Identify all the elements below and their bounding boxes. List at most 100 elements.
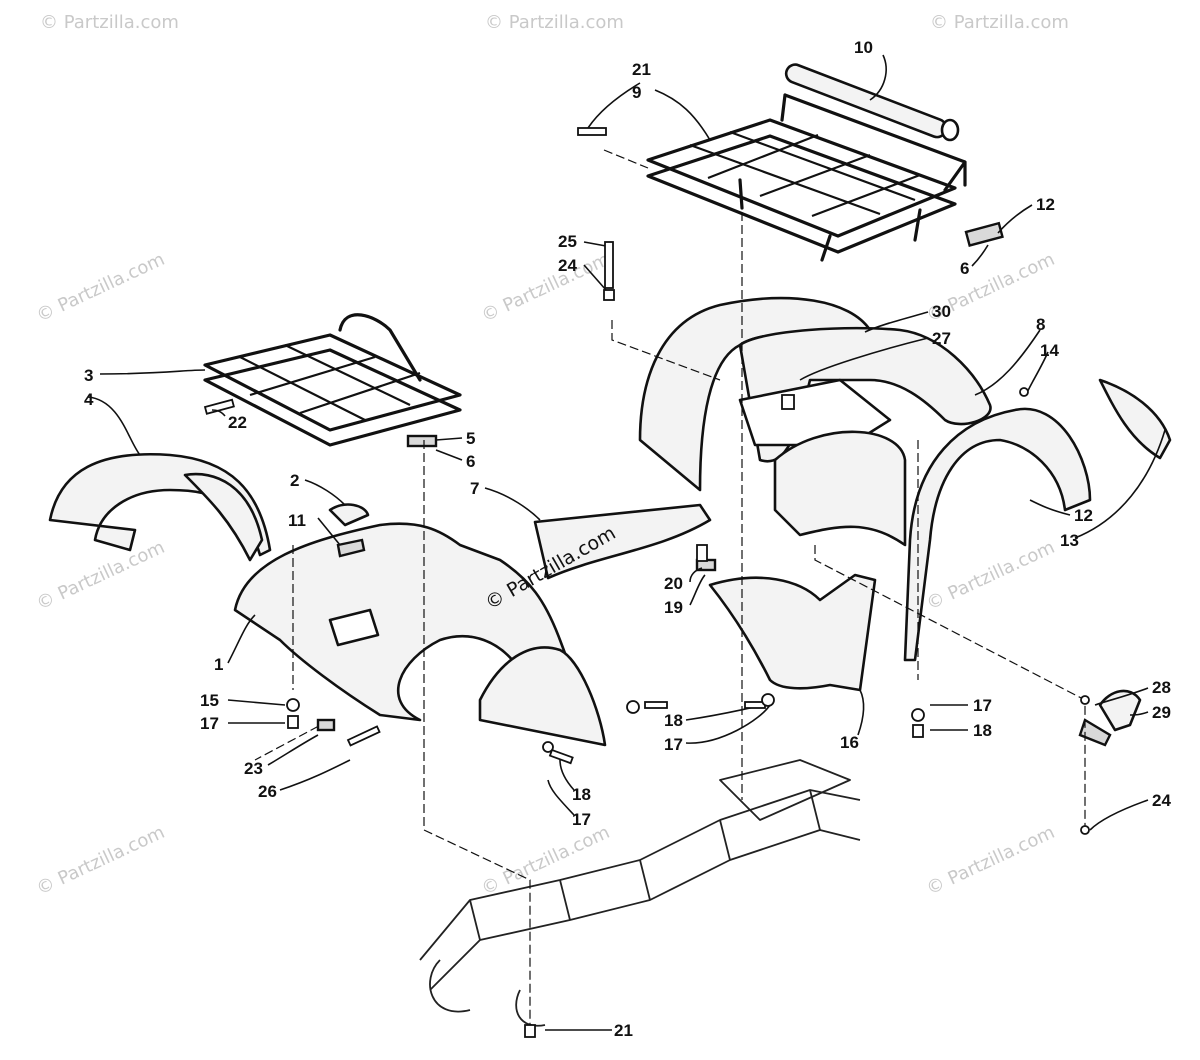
callout-label: 25: [558, 232, 577, 251]
front-mud-flap: [478, 646, 607, 747]
callout-label: 13: [1060, 531, 1079, 550]
rear-fender-flare: [903, 407, 1092, 662]
screw: [1019, 387, 1029, 397]
screw: [1080, 695, 1090, 705]
leader-line: [1129, 711, 1149, 716]
rear-fender-assembly: [638, 296, 992, 547]
frame-front-mounts: [429, 959, 546, 1027]
rear-mud-flap: [773, 430, 907, 547]
side-panels: [533, 503, 877, 692]
callout-label: 14: [1040, 341, 1059, 360]
callout-label: 6: [466, 452, 475, 471]
fender-access-hole: [328, 608, 380, 647]
front-rack-bar: [239, 356, 366, 421]
rear-rack-bar: [707, 133, 819, 180]
leader-line: [99, 369, 206, 375]
front-rack-handle: [338, 313, 422, 382]
callout-label: 1: [214, 655, 223, 674]
watermark-text: © Partzilla.com: [33, 537, 168, 615]
rack-bolt: [577, 127, 607, 136]
leader-line: [435, 437, 463, 441]
frame-crossmembers: [469, 789, 821, 941]
callout-label: 17: [973, 696, 992, 715]
fender-bolt: [781, 394, 795, 410]
callout-label: 8: [1036, 315, 1045, 334]
callout-label: 29: [1152, 703, 1171, 722]
callout-label: 12: [1074, 506, 1093, 525]
rear-bracket-plate: [1078, 718, 1112, 747]
leader-line: [857, 689, 865, 736]
watermark-text: © Partzilla.com: [930, 12, 1069, 33]
washer: [911, 708, 925, 722]
leader-line: [1074, 429, 1166, 539]
rack-bracket-left: [406, 434, 438, 448]
leader-line: [211, 409, 226, 417]
leader-line: [997, 204, 1033, 234]
rear-rack-rail: [780, 93, 967, 192]
leader-line: [1029, 499, 1071, 516]
watermark-text: © Partzilla.com: [33, 822, 168, 900]
leader-line: [1089, 799, 1149, 831]
front-rack-frame: [203, 333, 462, 432]
callout-label: 17: [572, 810, 591, 829]
callout-label: 21: [632, 60, 651, 79]
frame-rear-platform: [719, 759, 851, 821]
leader-line: [587, 82, 641, 129]
leader-line: [317, 517, 341, 546]
washer: [761, 693, 775, 707]
assembly-line: [423, 440, 531, 1025]
watermark-text: © Partzilla.com: [33, 249, 168, 327]
leader-line: [971, 244, 989, 267]
bolt: [644, 701, 668, 709]
leader-line: [227, 699, 286, 706]
callout-label: 6: [960, 259, 969, 278]
leader-line: [547, 779, 575, 816]
watermark-text: © Partzilla.com: [923, 537, 1058, 615]
assembly-lines: [254, 149, 1086, 1025]
leader-line: [267, 734, 319, 766]
callout-label: 17: [200, 714, 219, 733]
callout-label: 7: [470, 479, 479, 498]
callout-label: 12: [1036, 195, 1055, 214]
rear-rack-bar: [759, 153, 871, 198]
front-rack-assembly: [203, 313, 462, 448]
fender-grommet: [336, 538, 366, 558]
washer: [286, 698, 300, 712]
leader-line: [484, 487, 541, 521]
nut: [603, 289, 615, 301]
callout-label: 23: [244, 759, 263, 778]
leader-line: [559, 759, 575, 791]
screw: [1080, 825, 1090, 835]
rear-rack-assembly: [577, 63, 1004, 262]
leader-line: [583, 241, 607, 247]
callout-label: 27: [932, 329, 951, 348]
front-rack-bar: [249, 355, 376, 397]
leader-line: [583, 264, 607, 291]
callout-label: 19: [664, 598, 683, 617]
callout-label: 18: [664, 711, 683, 730]
callout-label: 24: [558, 256, 577, 275]
leader-line: [864, 311, 929, 333]
callout-label: 3: [84, 366, 93, 385]
assembly-line: [814, 545, 1086, 835]
front-rack-bar: [284, 344, 411, 406]
bolt: [548, 748, 574, 765]
callout-label: 20: [664, 574, 683, 593]
leader-lines: [87, 54, 1166, 1031]
leader-line: [799, 337, 929, 381]
callout-label: 30: [932, 302, 951, 321]
rear-rack-bar: [811, 173, 921, 218]
callout-label: 18: [572, 785, 591, 804]
leader-line: [654, 89, 711, 141]
front-rack-frame-lower: [203, 348, 462, 447]
fasteners: [286, 241, 1090, 1038]
front-rack-bar: [299, 371, 421, 415]
watermark-text: © Partzilla.com: [485, 12, 624, 33]
bolt: [524, 1024, 536, 1038]
watermark-text: © Partzilla.com: [478, 822, 613, 900]
background-watermarks: © Partzilla.com © Partzilla.com © Partzi…: [33, 12, 1069, 900]
watermark-text: © Partzilla.com: [923, 822, 1058, 900]
rear-rack-frame: [646, 118, 957, 238]
callout-label: 28: [1152, 678, 1171, 697]
leader-line: [1094, 687, 1149, 706]
